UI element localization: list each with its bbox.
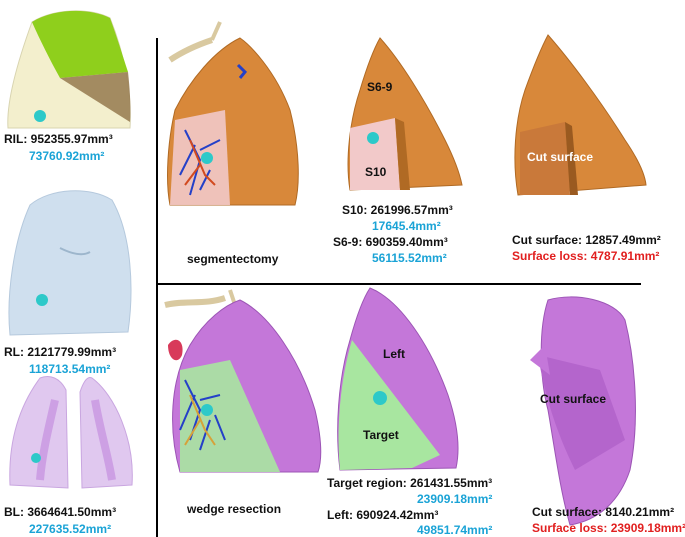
s6-9-volume-label: S6-9: 690359.40mm³ bbox=[333, 235, 448, 249]
wedge-cut-surface-value: Cut surface: 8140.21mm² bbox=[532, 505, 675, 519]
target-volume-label: Target region: 261431.55mm³ bbox=[327, 476, 493, 490]
s10-volume-label: S10: 261996.57mm³ bbox=[342, 203, 453, 217]
wedge-resection-title: wedge resection bbox=[187, 502, 282, 516]
left-target-figure bbox=[337, 287, 459, 471]
segmentectomy-title: segmentectomy bbox=[187, 252, 279, 266]
s6-9-area-label: 56115.52mm² bbox=[372, 251, 447, 265]
wedge-resection-figure bbox=[164, 289, 322, 473]
rl-lung-figure bbox=[8, 190, 132, 336]
left-volume-label: Left: 690924.42mm³ bbox=[327, 508, 439, 522]
wedge-surface-loss: Surface loss: 23909.18mm² bbox=[532, 521, 685, 535]
horizontal-divider bbox=[156, 283, 641, 285]
segmentectomy-cut-surface-value: Cut surface: 12857.49mm² bbox=[512, 233, 661, 247]
s6-9-s10-figure bbox=[347, 37, 463, 191]
bl-lungs-figure bbox=[9, 376, 133, 489]
wedge-cut-surface-label: Cut surface bbox=[540, 392, 607, 406]
s6-9-region-label: S6-9 bbox=[367, 80, 393, 94]
left-region-label: Left bbox=[383, 347, 405, 361]
ril-volume-label: RIL: 952355.97mm³ bbox=[4, 132, 113, 146]
wedge-cut-figure bbox=[530, 296, 636, 526]
s10-area-label: 17645.4mm² bbox=[372, 219, 441, 233]
bl-area-label: 227635.52mm² bbox=[29, 522, 112, 536]
ril-area-label: 73760.92mm² bbox=[29, 149, 105, 163]
ril-lung-figure bbox=[7, 10, 131, 129]
rl-volume-label: RL: 2121779.99mm³ bbox=[4, 345, 117, 359]
vertical-divider bbox=[156, 38, 158, 537]
segmentectomy-figure bbox=[167, 21, 299, 206]
target-area-label: 23909.18mm² bbox=[417, 492, 493, 506]
left-area-label: 49851.74mm² bbox=[417, 523, 493, 537]
rl-area-label: 118713.54mm² bbox=[29, 362, 111, 376]
segmentectomy-cut-figure bbox=[514, 34, 647, 196]
target-region-label: Target bbox=[363, 428, 399, 442]
segmentectomy-surface-loss: Surface loss: 4787.91mm² bbox=[512, 249, 660, 263]
s10-region-label: S10 bbox=[365, 165, 387, 179]
bl-volume-label: BL: 3664641.50mm³ bbox=[4, 505, 117, 519]
segmentectomy-cut-surface-label: Cut surface bbox=[527, 150, 594, 164]
